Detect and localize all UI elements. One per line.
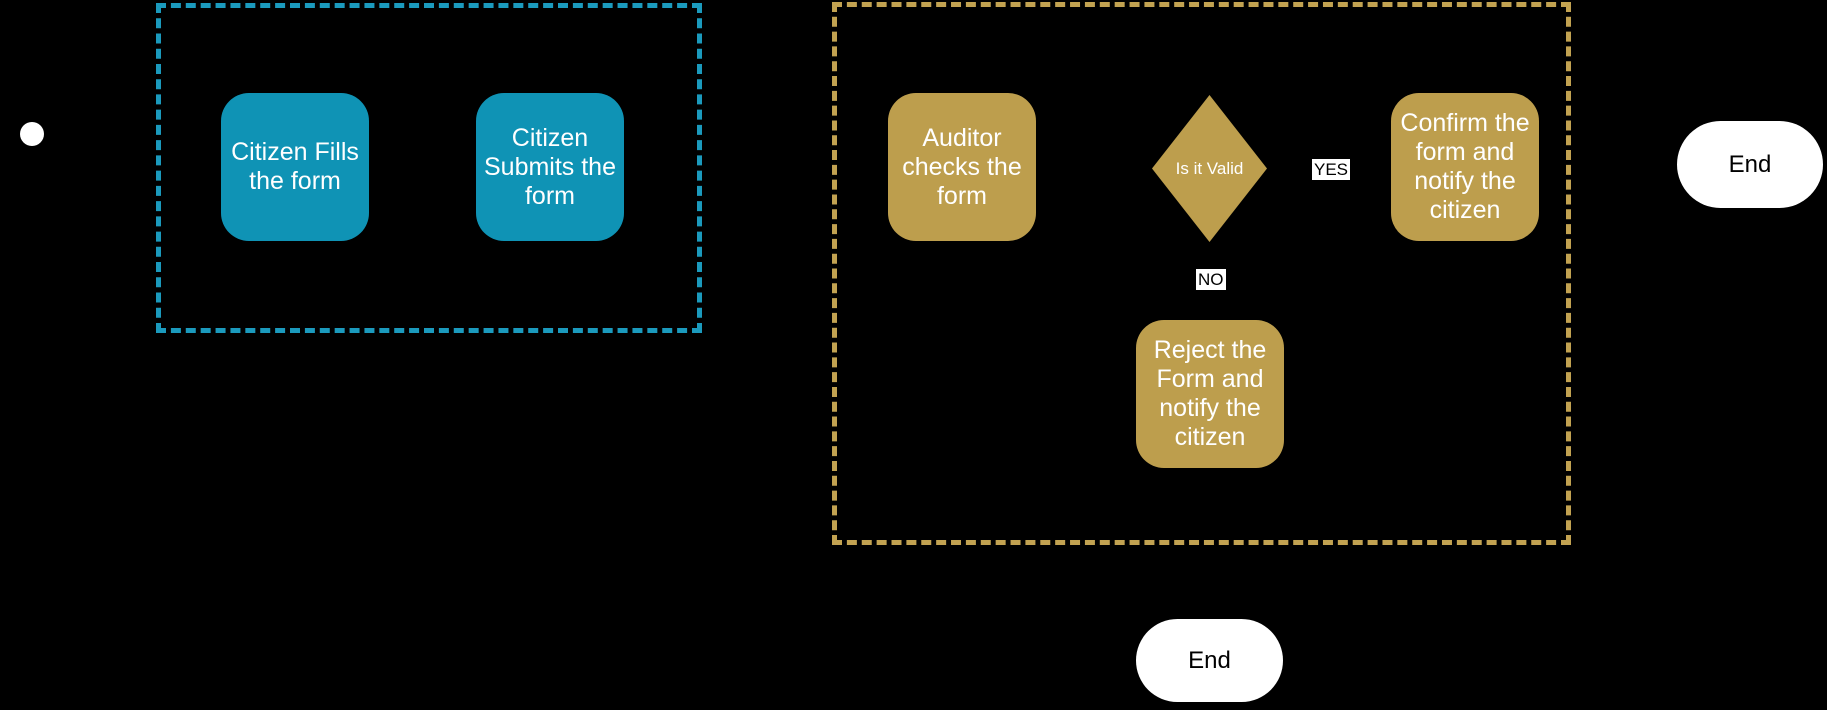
citizen-lane <box>156 3 702 333</box>
node-citizen-submits-form: Citizen Submits the form <box>476 93 624 241</box>
node-citizen-fills-form: Citizen Fills the form <box>221 93 369 241</box>
edge-label-yes: YES <box>1312 159 1351 180</box>
end-node-bottom: End <box>1136 619 1283 702</box>
auditor-lane <box>832 2 1571 545</box>
node-reject-form-notify-citizen: Reject the Form and notify the citizen <box>1136 320 1284 468</box>
decision-label: Is it Valid <box>1175 159 1244 178</box>
node-confirm-form-notify-citizen: Confirm the form and notify the citizen <box>1391 93 1539 241</box>
node-auditor-checks-form: Auditor checks the form <box>888 93 1036 241</box>
edge-label-no: NO <box>1196 269 1226 290</box>
start-node <box>20 122 44 146</box>
end-node-right: End <box>1677 121 1823 208</box>
